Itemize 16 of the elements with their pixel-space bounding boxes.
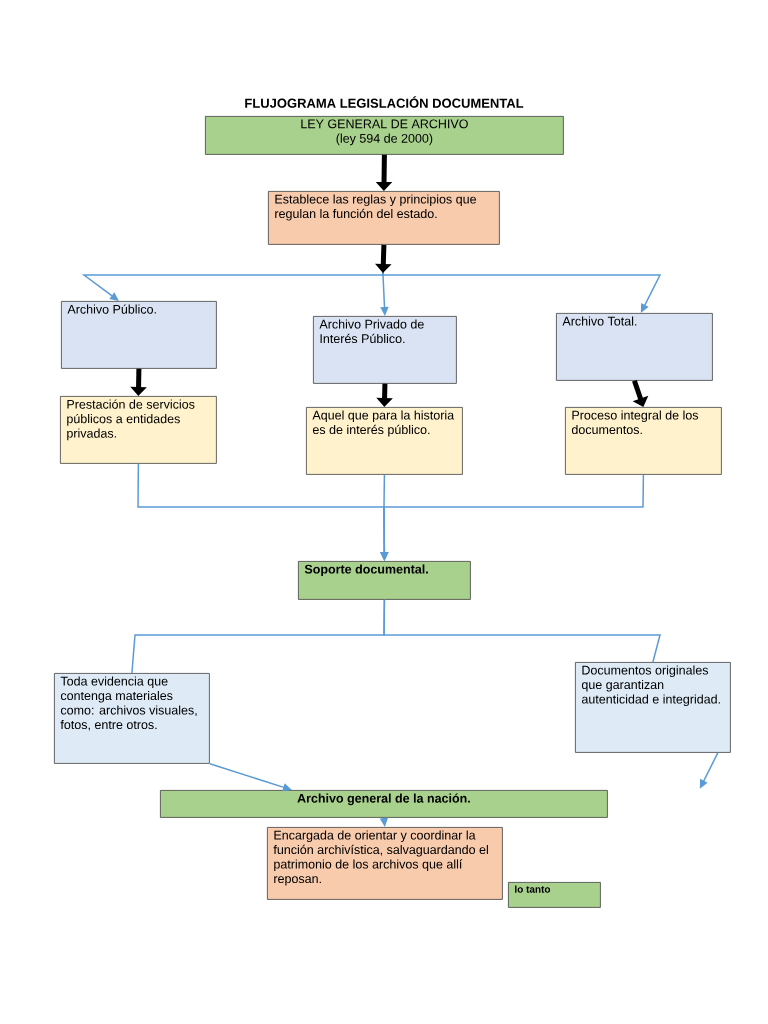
text-box: Proceso integral de los documentos. [565,407,722,475]
process-box: LEY GENERAL DE ARCHIVO (ley 594 de 2000) [205,116,564,155]
text-box: Archivo Privado de Interés Público. [313,316,457,384]
process-box: lo tanto [508,882,601,908]
text-box: Establece las reglas y principios que regulan la función del estado. [268,191,500,245]
text-box: Archivo Público. [61,301,217,369]
text-box: Encargada de orientar y coordinar la función archivística, salvaguardando el patrimonio de los archivos que allí reposan. [267,827,503,900]
process-box: Soporte documental. [298,561,471,600]
text-box: Prestación de servicios públicos a entidades privadas. [60,396,217,464]
text-box: Documentos originales que garantizan autenticidad e integridad. [575,662,731,753]
text-box: Archivo Total. [556,313,713,381]
text-box: Aquel que para la historia es de interés público. [306,407,463,475]
title: FLUJOGRAMA LEGISLACIÓN DOCUMENTAL [245,96,524,108]
process-box: Archivo general de la nación. [160,790,608,818]
text-box: Toda evidencia que contenga materiales como: archivos visuales, fotos, entre otros. [54,673,210,764]
arrow [632,380,649,407]
